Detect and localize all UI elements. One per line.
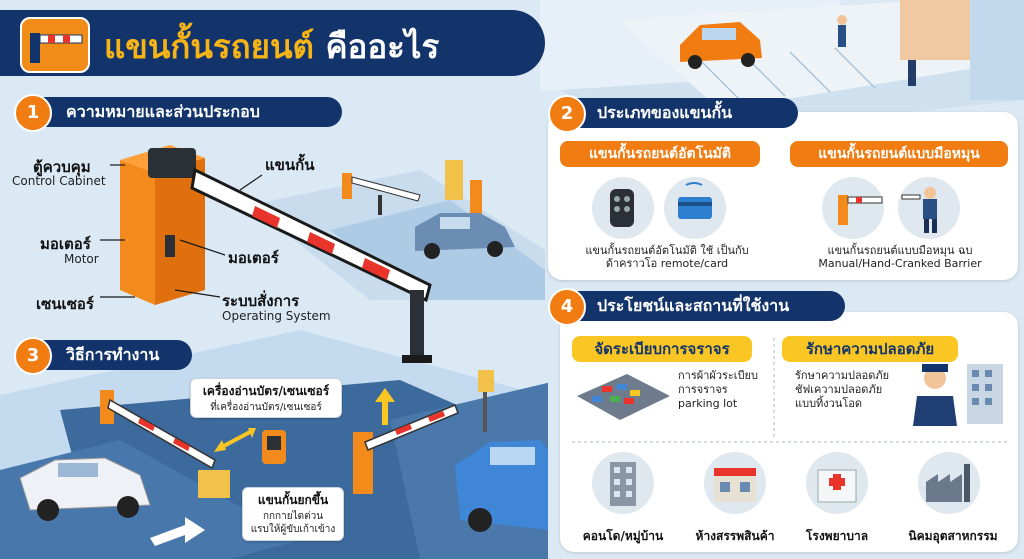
motor-label: มอเตอร์ bbox=[40, 235, 91, 253]
lift-callout-sub1: กกกายไดต่วน bbox=[262, 511, 324, 522]
safety-desc-line1: รักษาความปลอดภัย bbox=[795, 369, 890, 382]
operation-illustration bbox=[19, 370, 548, 546]
hospital-icon bbox=[806, 452, 868, 514]
manual-desc-line1: แขนกั้นรถยนต์แบบมือหมุน ฉบ bbox=[827, 244, 973, 257]
title-banner bbox=[0, 10, 545, 76]
lift-callout-title: แขนกั้นยกขึ้น bbox=[257, 493, 329, 507]
auto-desc-line1: แขนกั้นรถยนต์อัตโนมัติ ใช้ เป็นกับ bbox=[585, 244, 749, 257]
section-3-label: วิธีการทำงาน bbox=[66, 345, 160, 364]
order-desc-line1: การผ้าผัวระเบียบ bbox=[678, 369, 758, 382]
parking-scene-top bbox=[680, 0, 1024, 100]
benefit-divider bbox=[773, 338, 775, 438]
manual-barrier-icon bbox=[822, 177, 884, 239]
lift-callout-sub2: แรบให้ผู้ขับเก้าเข้าง bbox=[250, 524, 336, 535]
opsys-label: ระบบสั่งการ bbox=[222, 292, 300, 310]
place-label-condo: คอนโด/หมู่บ้าน bbox=[582, 529, 664, 543]
auto-desc-line2: ด้าคราวโอ remote/card bbox=[605, 257, 729, 270]
arm-label: แขนกั้น bbox=[265, 156, 315, 174]
security-pill: รักษาความปลอดภัย bbox=[782, 336, 958, 362]
section-2-header: ประเภทของแขนกั้น bbox=[553, 98, 798, 128]
section-4-header: ประโยชน์และสถานที่ใช้งาน bbox=[553, 291, 845, 321]
page-title: แขนกั้นรถยนต์ คืออะไร bbox=[104, 27, 440, 66]
reader-callout-sub: ที่เครื่องอ่านบัตร/เซนเซอร์ bbox=[210, 402, 322, 413]
traffic-order-pill: จัดระเบียบการจราจร bbox=[572, 336, 752, 362]
safety-desc-line3: แบบทิ้งวนโอด bbox=[795, 397, 863, 410]
safety-desc: รักษาความปลอดภัย ชัฟเความปลอดภัย แบบทิ้ง… bbox=[795, 369, 889, 411]
section-4-label: ประโยชน์และสถานที่ใช้งาน bbox=[597, 296, 790, 315]
sensor-label: เซนเซอร์ bbox=[36, 295, 94, 313]
auto-desc: แขนกั้นรถยนต์อัตโนมัติ ใช้ เป็นกับ ด้าคร… bbox=[572, 244, 762, 270]
reader-callout-title: เครื่องอ่านบัตร/เซนเซอร์ bbox=[202, 384, 330, 398]
place-label-hospital: โรงพยาบาล bbox=[805, 529, 869, 543]
section-4-number: 4 bbox=[548, 288, 586, 326]
order-desc-line3: parking lot bbox=[678, 397, 738, 410]
section-2-number: 2 bbox=[548, 95, 586, 133]
gate-scene-top bbox=[342, 160, 515, 259]
opsys-label-en: Operating System bbox=[222, 309, 331, 323]
safety-desc-line2: ชัฟเความปลอดภัย bbox=[795, 383, 883, 396]
condo-icon bbox=[592, 452, 654, 514]
security-guard-icon bbox=[913, 364, 1003, 426]
barrier-gate-illustration bbox=[120, 145, 432, 363]
section-1-number: 1 bbox=[14, 94, 52, 132]
place-label-mall: ห้างสรรพสินค้า bbox=[695, 529, 775, 543]
remote-control-icon bbox=[592, 177, 654, 239]
places-divider bbox=[572, 441, 1008, 443]
industrial-estate-icon bbox=[918, 452, 980, 514]
lift-callout: แขนกั้นยกขึ้น กกกายไดต่วน แรบให้ผู้ขับเก… bbox=[242, 487, 344, 541]
order-desc: การผ้าผัวระเบียบ การจราจร parking lot bbox=[678, 369, 758, 411]
section-1-label: ความหมายและส่วนประกอบ bbox=[66, 102, 260, 121]
access-card-icon bbox=[664, 177, 726, 239]
motor2-label: มอเตอร์ bbox=[228, 249, 279, 267]
place-label-industrial: นิคมอุตสาหกรรม bbox=[908, 529, 998, 543]
cabinet-label: ตู้ควบคุม bbox=[33, 158, 91, 176]
cabinet-label-en: Control Cabinet bbox=[12, 174, 106, 188]
section-2-label: ประเภทของแขนกั้น bbox=[597, 103, 733, 122]
order-desc-line2: การจราจร bbox=[678, 383, 728, 396]
guard-cranking-icon bbox=[898, 177, 960, 239]
manual-barrier-pill: แขนกั้นรถยนต์แบบมือหมุน bbox=[790, 141, 1008, 167]
auto-barrier-pill: แขนกั้นรถยนต์อัตโนมัติ bbox=[560, 141, 760, 167]
parking-lot-icon bbox=[577, 374, 670, 420]
manual-desc: แขนกั้นรถยนต์แบบมือหมุน ฉบ Manual/Hand-C… bbox=[795, 244, 1005, 270]
section-1-header: ความหมายและส่วนประกอบ bbox=[22, 97, 342, 127]
motor-label-en: Motor bbox=[64, 252, 99, 266]
manual-desc-line2: Manual/Hand-Cranked Barrier bbox=[818, 257, 982, 270]
section-3-number: 3 bbox=[14, 337, 52, 375]
reader-callout: เครื่องอ่านบัตร/เซนเซอร์ ที่เครื่องอ่านบ… bbox=[190, 378, 342, 418]
barrier-logo-icon bbox=[20, 17, 90, 73]
leader-lines bbox=[100, 164, 263, 298]
mall-icon bbox=[704, 452, 766, 514]
